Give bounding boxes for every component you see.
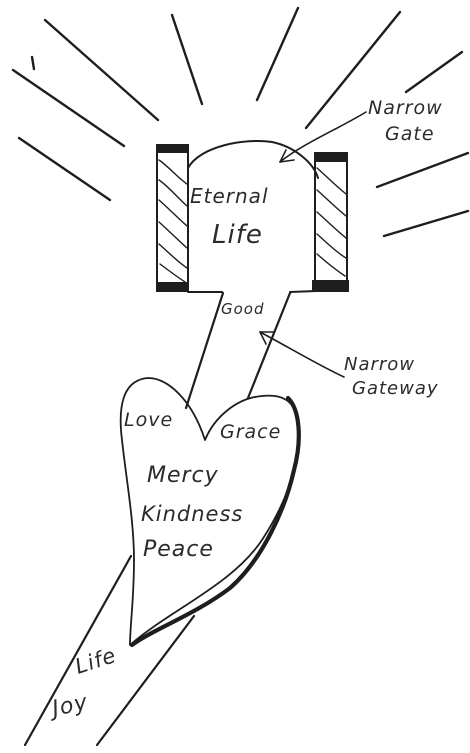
life-top-label: Life bbox=[212, 220, 263, 250]
left-pillar bbox=[156, 144, 189, 292]
kindness-label: Kindness bbox=[141, 502, 243, 526]
ray bbox=[45, 20, 158, 120]
ray bbox=[377, 153, 468, 187]
ray bbox=[384, 211, 468, 236]
right-pillar bbox=[312, 152, 349, 292]
ray bbox=[32, 57, 34, 69]
eternal-label: Eternal bbox=[190, 184, 269, 208]
ray bbox=[13, 70, 124, 146]
ray bbox=[406, 52, 462, 92]
gate-arch bbox=[188, 141, 318, 178]
love-label: Love bbox=[124, 409, 173, 431]
gate bbox=[156, 141, 349, 292]
ray bbox=[257, 8, 298, 100]
narrow-gate-label-line1: Narrow bbox=[368, 97, 443, 119]
narrow-gateway-label-line2: Gateway bbox=[352, 378, 439, 399]
good-label: Good bbox=[221, 300, 265, 318]
ray bbox=[19, 138, 110, 200]
grace-label: Grace bbox=[220, 421, 281, 443]
narrow-gateway-arrow bbox=[260, 332, 344, 377]
ray bbox=[172, 15, 202, 104]
peace-label: Peace bbox=[143, 537, 214, 562]
narrow-gate-label-line2: Gate bbox=[385, 123, 435, 145]
mercy-label: Mercy bbox=[147, 463, 219, 488]
narrow-gateway-label-line1: Narrow bbox=[344, 354, 415, 375]
